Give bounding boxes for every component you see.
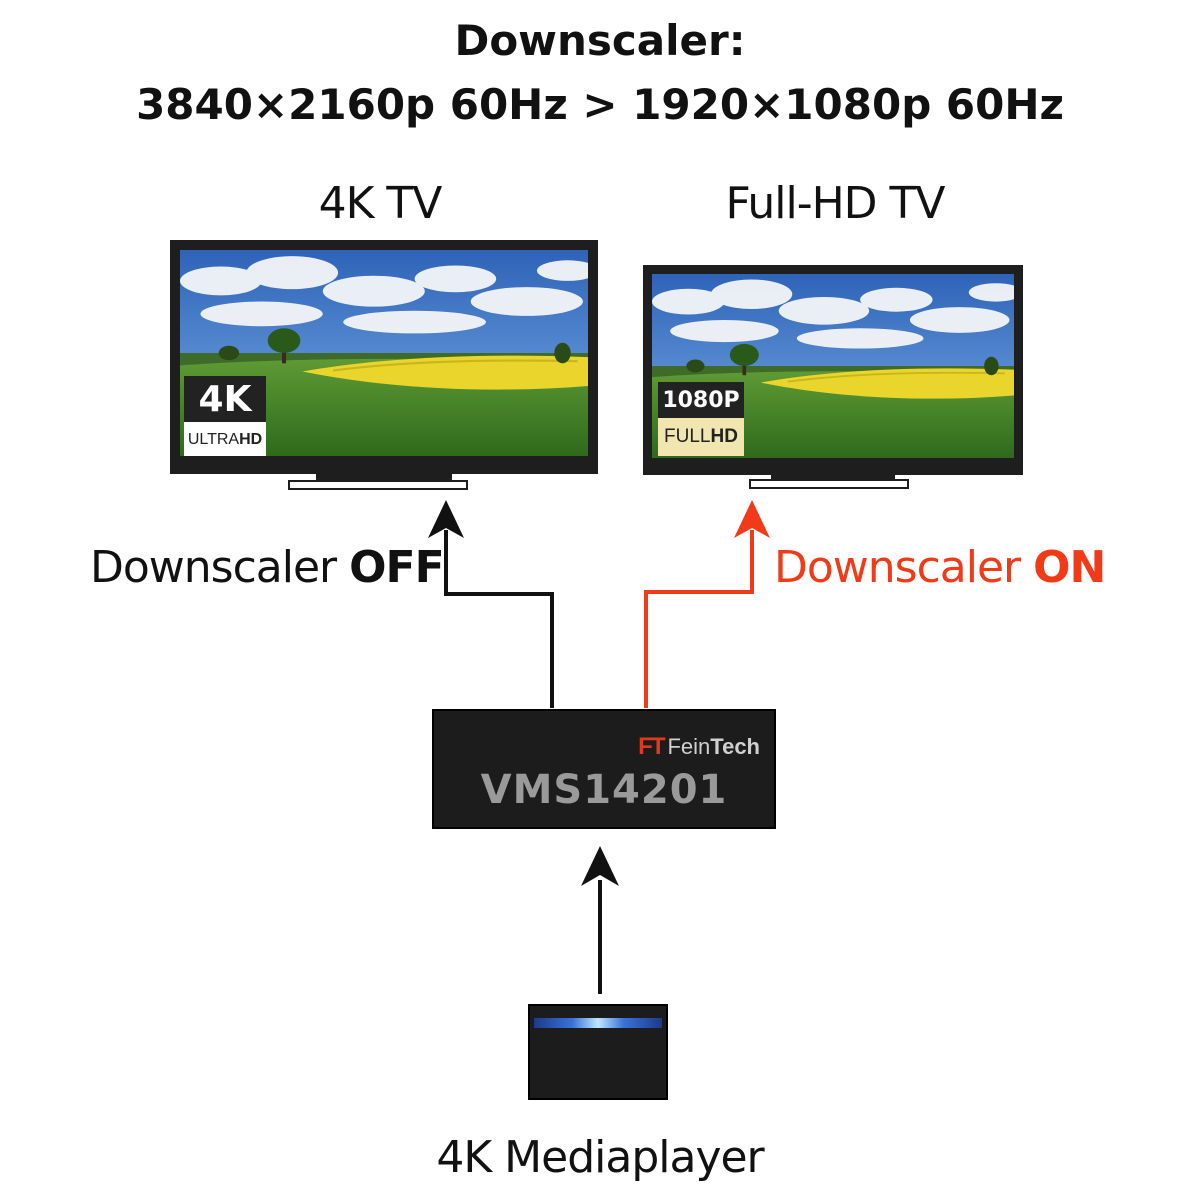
mediaplayer-label: 4K Mediaplayer — [436, 1132, 764, 1183]
downscaler-off-state: OFF — [349, 542, 445, 593]
arrow-on-head — [734, 500, 770, 538]
downscaler-on-label: Downscaler ON — [774, 542, 1106, 593]
diagram-title-line1: Downscaler: — [454, 16, 746, 65]
tv-fhd-label: Full-HD TV — [725, 178, 945, 229]
tv-4k-stand-foot — [288, 480, 468, 490]
diagram-title-line2: 3840×2160p 60Hz > 1920×1080p 60Hz — [136, 80, 1064, 129]
badge-4k-bottom-b: HD — [239, 431, 263, 448]
brand-name-b: Tech — [710, 734, 760, 759]
downscaler-on-text: Downscaler — [774, 542, 1034, 593]
mediaplayer-device — [528, 1004, 668, 1100]
arrow-off-head — [428, 500, 464, 538]
badge-1080p-top: 1080P — [658, 382, 744, 418]
tv-fhd-stand-foot — [749, 479, 909, 489]
tv-4k-label: 4K TV — [318, 178, 443, 229]
tv-fhd-stand-neck — [771, 473, 895, 483]
device-model: VMS14201 — [480, 767, 728, 813]
arrow-off-path — [444, 530, 554, 708]
downscaler-off-text: Downscaler — [90, 542, 350, 593]
badge-4k-top: 4K — [184, 376, 266, 422]
arrow-on-path — [644, 530, 754, 708]
arrow-source-head — [581, 846, 619, 886]
badge-1080p-bottom-a: FULL — [664, 426, 711, 447]
tv-4k-stand-neck — [316, 472, 452, 482]
downscaler-on-state: ON — [1033, 542, 1106, 593]
ft-logo-icon: FT — [638, 733, 665, 760]
downscaler-off-label: Downscaler OFF — [90, 542, 445, 593]
brand-name-a: Fein — [667, 734, 711, 759]
badge-1080p-bottom-b: HD — [710, 426, 738, 447]
badge-4k-bottom-a: ULTRA — [187, 431, 240, 448]
mediaplayer-led-bar — [534, 1018, 662, 1028]
